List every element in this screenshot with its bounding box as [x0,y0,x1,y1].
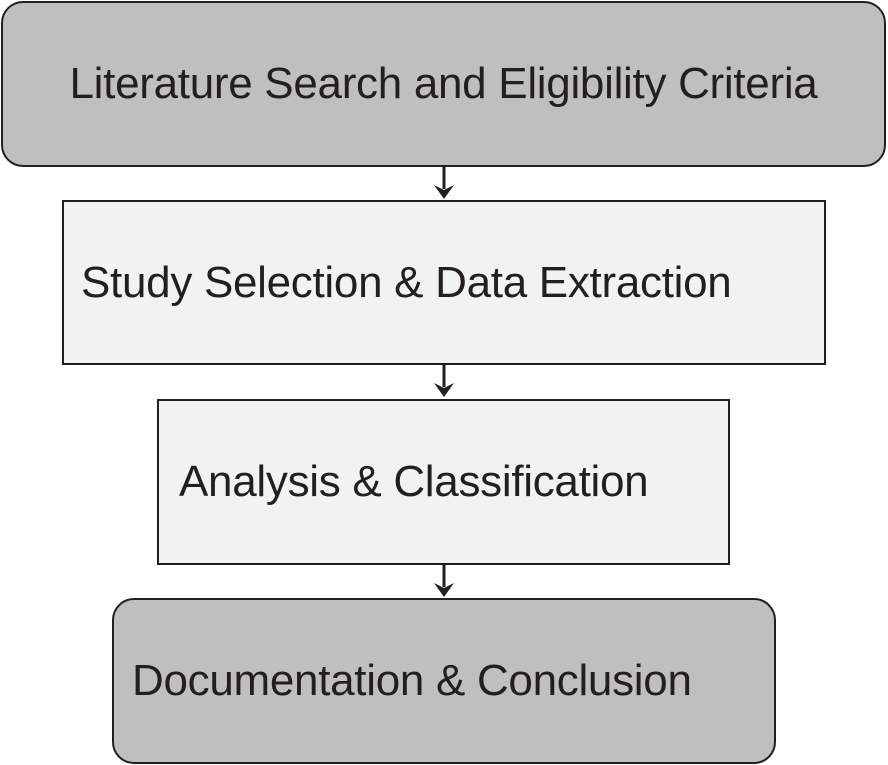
flow-step-label: Documentation & Conclusion [132,656,692,705]
arrow-down-icon [434,565,454,597]
flow-step-literature-search: Literature Search and Eligibility Criter… [1,1,886,167]
flow-step-label: Study Selection & Data Extraction [81,257,732,307]
flow-step-study-selection: Study Selection & Data Extraction [62,200,826,365]
flow-step-documentation: Documentation & Conclusion [112,598,776,764]
arrow-down-icon [434,167,454,199]
flow-step-label: Literature Search and Eligibility Criter… [69,59,818,108]
arrow-down-icon [434,365,454,397]
flow-step-label: Analysis & Classification [179,457,649,506]
flow-step-analysis: Analysis & Classification [157,399,730,565]
